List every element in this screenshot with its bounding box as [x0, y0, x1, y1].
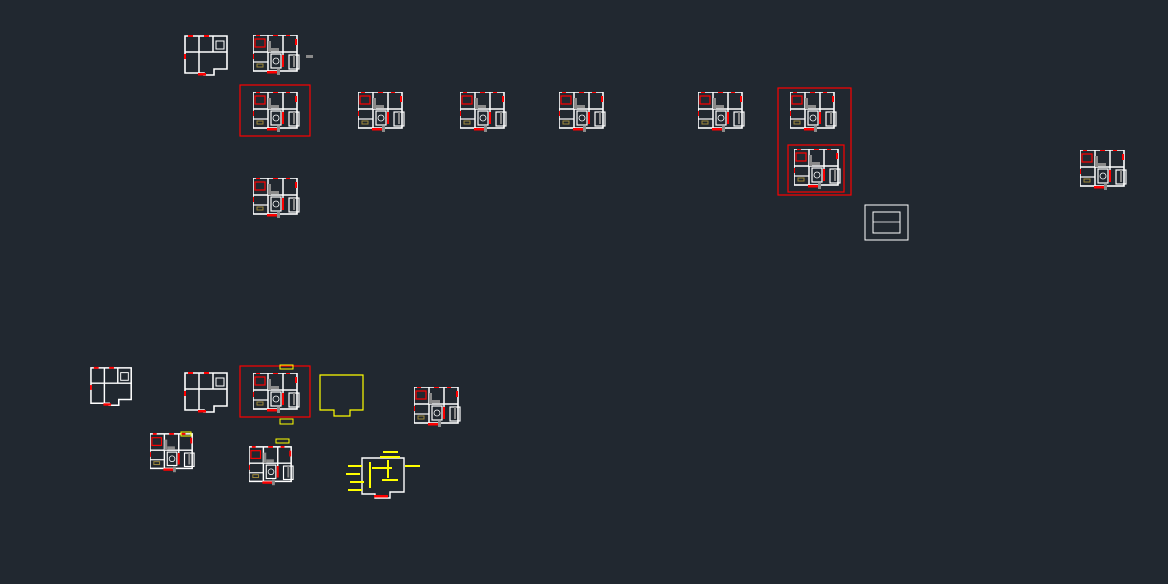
floor-plan[interactable] [357, 91, 405, 133]
floor-plan[interactable] [90, 366, 133, 407]
floor-plan[interactable] [558, 91, 606, 133]
floor-plan[interactable] [793, 148, 841, 190]
selection-frame[interactable] [239, 365, 311, 418]
floor-plan[interactable] [184, 35, 228, 77]
floor-plan[interactable] [149, 433, 195, 474]
selection-frame[interactable] [787, 144, 845, 193]
floor-plan[interactable] [252, 91, 300, 133]
block-marker [306, 55, 313, 58]
annotated-floor-plan[interactable] [346, 451, 420, 499]
floor-plan[interactable] [184, 372, 228, 414]
selection-frame[interactable] [239, 84, 311, 137]
floor-plan[interactable] [697, 91, 745, 133]
title-block[interactable] [864, 204, 909, 241]
building-outline[interactable] [319, 374, 364, 417]
floor-plan[interactable] [789, 91, 837, 133]
floor-plan[interactable] [1079, 149, 1127, 191]
selection-frame[interactable] [777, 87, 852, 196]
floor-plan[interactable] [252, 372, 300, 414]
floor-plan[interactable] [248, 446, 294, 487]
floor-plan[interactable] [252, 34, 300, 76]
floor-plan[interactable] [459, 91, 507, 133]
floor-plan[interactable] [413, 386, 461, 428]
floor-plan[interactable] [252, 177, 300, 219]
